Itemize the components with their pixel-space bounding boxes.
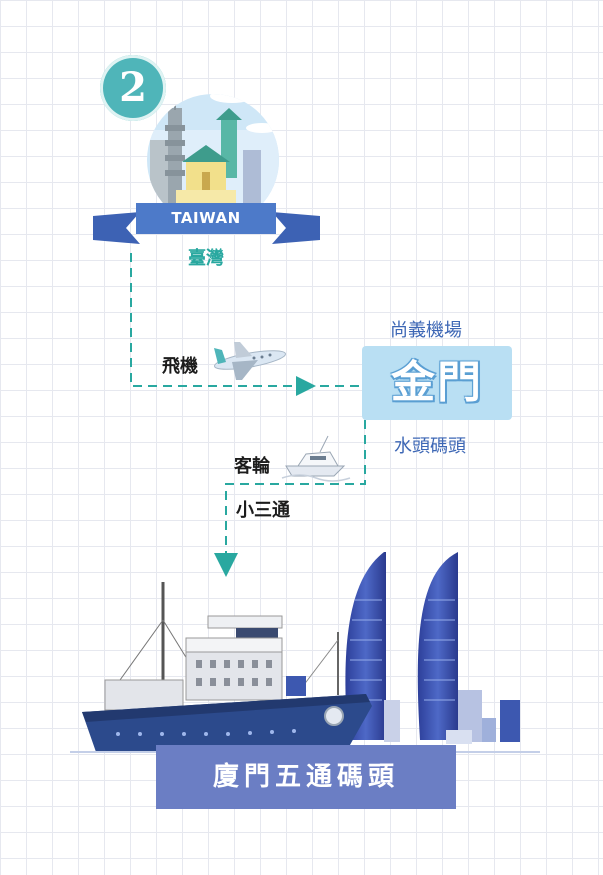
- sea-route-sublabel: 小三通: [236, 500, 290, 521]
- sea-arrow: [214, 553, 238, 577]
- airplane-icon: [214, 342, 286, 380]
- destination-name: 廈門五通碼頭: [212, 762, 399, 792]
- air-route-label: 飛機: [162, 356, 198, 377]
- sea-route-label: 客輪: [234, 456, 270, 477]
- air-arrow: [296, 376, 316, 396]
- kinmen-airport-label: 尚義機場: [390, 320, 462, 341]
- kinmen-name: 金門: [391, 357, 483, 408]
- origin-name: 臺灣: [188, 248, 224, 269]
- destination-box: [156, 745, 456, 809]
- route-lines: [130, 253, 366, 555]
- step-number-badge: 2: [100, 55, 166, 121]
- kinmen-box: [362, 346, 512, 420]
- kinmen-pier-label: 水頭碼頭: [394, 436, 466, 457]
- ferry-icon: [281, 435, 351, 482]
- xiamen-towers-illustration: [345, 552, 520, 744]
- origin-ribbon-label: TAIWAN: [171, 209, 241, 227]
- taiwan-ribbon: [93, 203, 320, 244]
